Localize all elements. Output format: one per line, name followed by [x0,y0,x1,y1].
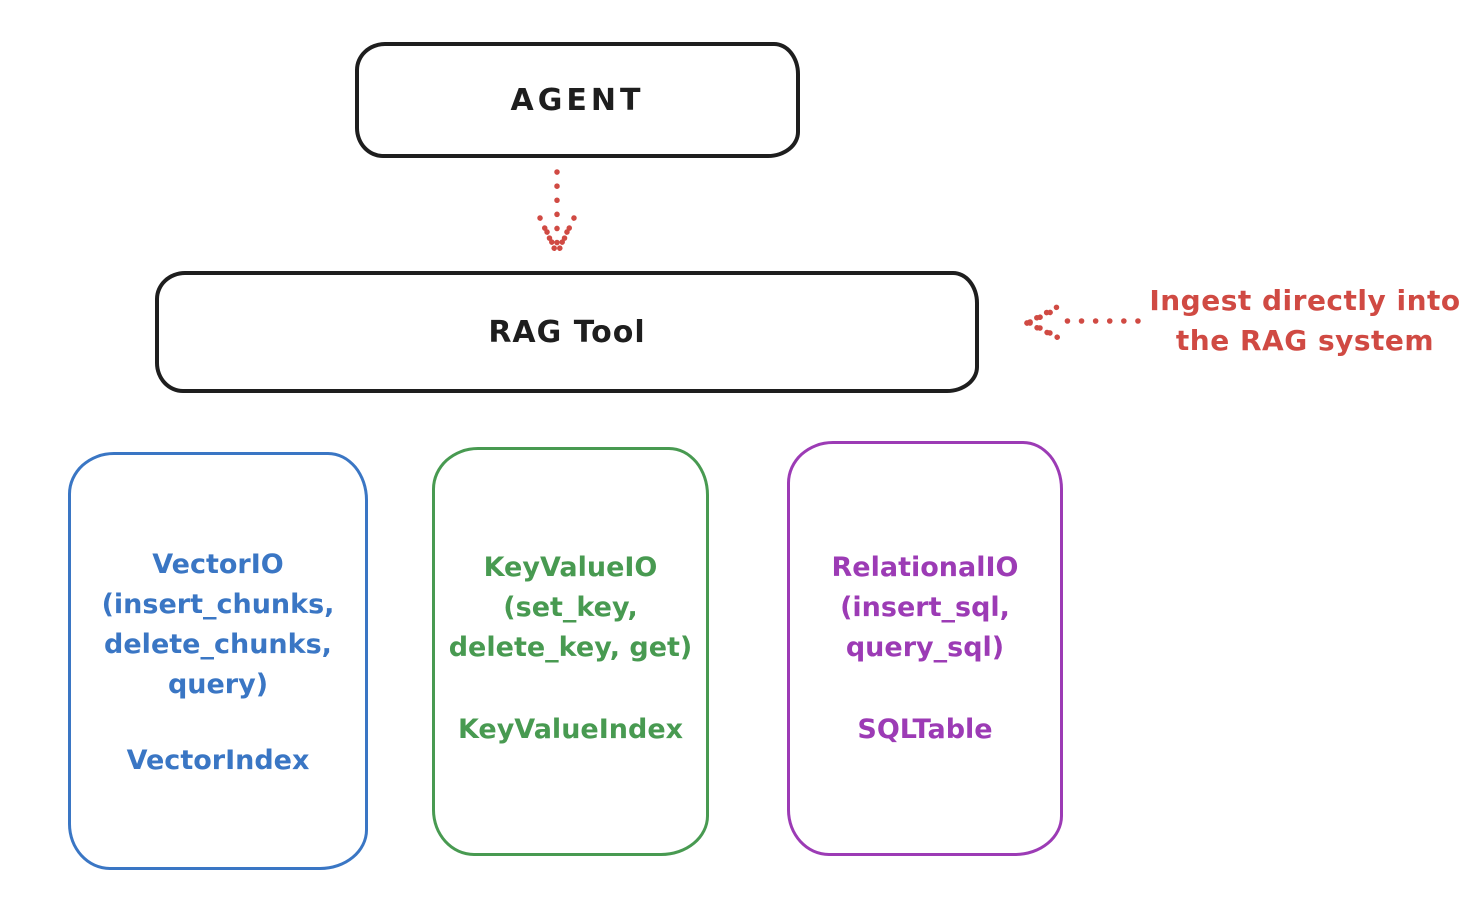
text-line: Ingest directly into [1149,284,1461,317]
text-line: delete_key, get) [448,632,693,663]
text-line: (set_key, [503,592,638,623]
module-keyvalueio-text: KeyValueIO (set_key, delete_key, get) [435,548,706,668]
text-line: query_sql) [845,632,1005,663]
text-line: query) [167,669,269,700]
module-relationalio-text: RelationalIO (insert_sql, query_sql) [790,548,1060,668]
module-box-keyvalueio: KeyValueIO (set_key, delete_key, get) KeyV… [432,447,709,856]
text-line: the RAG system [1175,324,1435,357]
agent-to-rag-arrow-icon [537,169,577,255]
module-box-vectorio: VectorIO (insert_chunks, delete_chunks,que… [68,452,368,870]
text-line: (insert_sql, [840,592,1010,623]
ingest-annotation-text: Ingest directly into the RAG system [1130,281,1480,361]
text-line: KeyValueIO [483,552,658,583]
ingest-left-arrow-icon [1024,303,1141,342]
rag-tool-box-label: RAG Tool [488,314,646,350]
text-line: delete_chunks, [104,629,332,660]
module-keyvalueio-index-label: KeyValueIndex [457,714,684,745]
text-line: VectorIO [152,549,284,580]
text-line: (insert_chunks, [101,589,335,620]
module-relationalio-index-label: SQLTable [857,714,993,745]
module-box-relationalio: RelationalIO (insert_sql, query_sql) SQLTa… [787,441,1063,856]
module-vectorio-text: VectorIO (insert_chunks, delete_chunks,que… [71,545,365,705]
agent-box: AGENT [355,42,800,158]
module-vectorio-index-label: VectorIndex [126,745,310,776]
agent-box-label: AGENT [510,82,645,118]
rag-tool-box: RAG Tool [155,271,979,393]
text-line: RelationalIO [831,552,1019,583]
